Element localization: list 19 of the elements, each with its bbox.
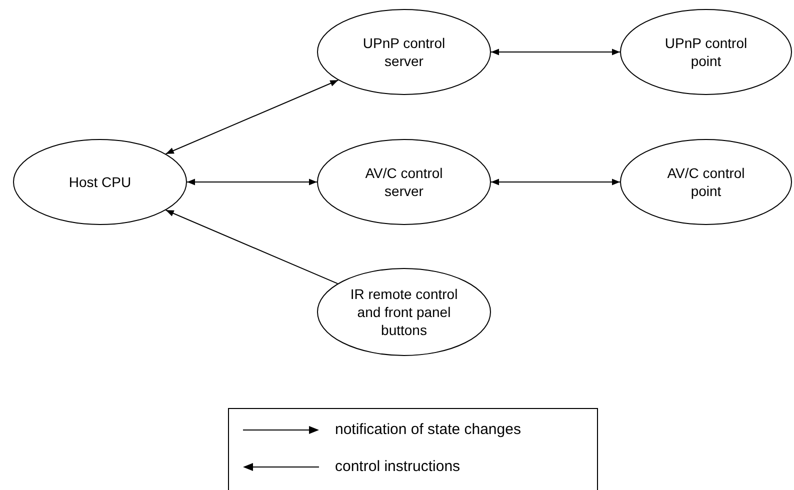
ellipse-node	[317, 139, 491, 225]
node-label: UPnP control server	[362, 34, 446, 70]
node-label: IR remote control and front panel buttons	[349, 285, 459, 339]
arrow	[490, 178, 620, 186]
ellipse-node	[620, 139, 792, 225]
node-label: AV/C control point	[666, 164, 746, 200]
arrow	[165, 80, 339, 154]
arrow	[165, 210, 338, 284]
ellipse-node	[317, 9, 491, 95]
legend-text: control instructions	[335, 456, 460, 476]
ellipse-node	[13, 139, 187, 225]
node-label: AV/C control server	[364, 164, 444, 200]
node-label: UPnP control point	[664, 34, 748, 70]
ellipse-node	[317, 268, 491, 356]
arrow	[490, 48, 620, 56]
legend-text: notification of state changes	[335, 420, 521, 440]
arrow	[186, 178, 318, 186]
node-label: Host CPU	[68, 173, 132, 191]
ellipse-node	[620, 9, 792, 95]
